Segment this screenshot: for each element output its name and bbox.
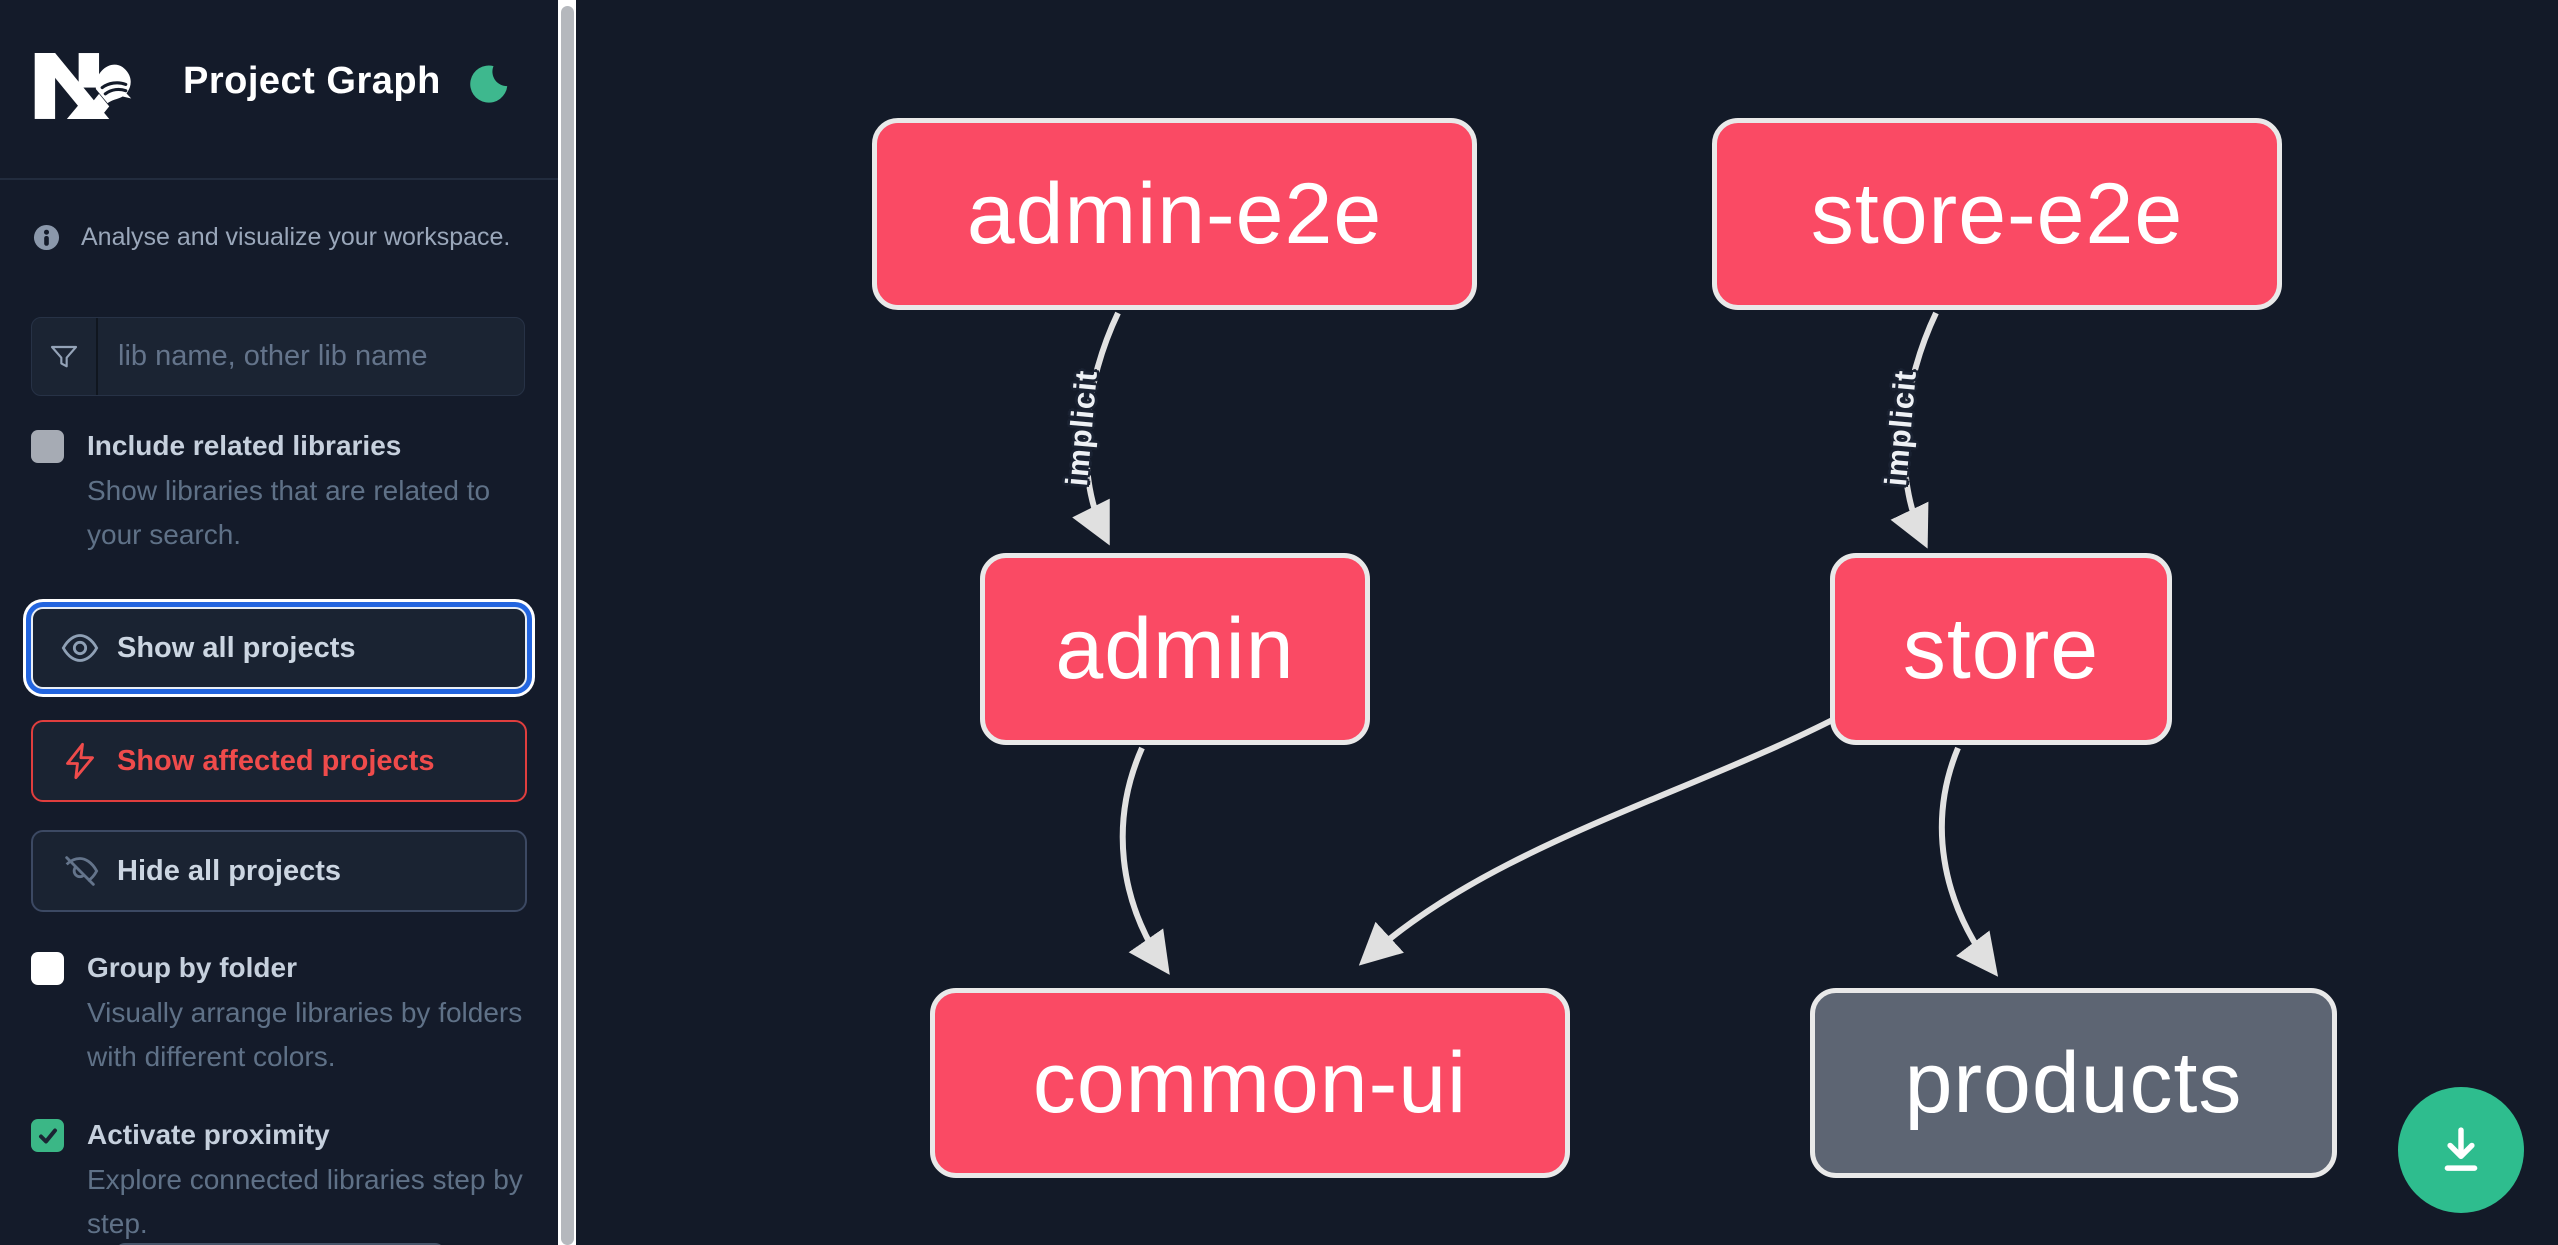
activate-proximity-label: Activate proximity — [87, 1119, 330, 1150]
nx-logo — [34, 53, 132, 119]
sidebar-scrollbar-track[interactable] — [558, 0, 576, 1245]
node-label: store-e2e — [1810, 165, 2184, 262]
moon-icon[interactable] — [466, 62, 510, 106]
bolt-icon — [66, 742, 94, 780]
eye-off-icon — [65, 856, 99, 886]
activate-proximity-block: Activate proximity Explore connected lib… — [31, 1116, 531, 1245]
sidebar-scrollbar-thumb[interactable] — [561, 6, 574, 1245]
show-all-projects-label: Show all projects — [117, 631, 356, 664]
group-by-folder-description: Visually arrange libraries by folders wi… — [87, 997, 523, 1072]
node-label: common-ui — [1032, 1034, 1468, 1131]
search-box — [31, 317, 525, 396]
activate-proximity-checkbox[interactable] — [31, 1119, 64, 1152]
project-node-products[interactable]: products — [1810, 988, 2337, 1178]
funnel-icon — [32, 318, 98, 395]
page-title: Project Graph — [183, 60, 441, 102]
search-input[interactable] — [98, 318, 524, 395]
project-node-admin[interactable]: admin — [980, 553, 1370, 745]
sidebar-header: Project Graph — [0, 0, 558, 180]
info-icon — [33, 224, 60, 251]
node-label: admin — [1055, 600, 1295, 697]
include-related-description: Show libraries that are related to your … — [87, 475, 491, 550]
include-related-label: Include related libraries — [87, 430, 402, 461]
node-label: store — [1902, 600, 2100, 697]
show-affected-projects-label: Show affected projects — [117, 744, 435, 777]
group-by-folder-label: Group by folder — [87, 952, 297, 983]
node-label: products — [1904, 1034, 2243, 1131]
check-icon — [38, 1128, 57, 1143]
include-related-checkbox[interactable] — [31, 430, 64, 463]
hide-all-projects-button[interactable]: Hide all projects — [31, 830, 527, 912]
project-node-common-ui[interactable]: common-ui — [930, 988, 1570, 1178]
sidebar: Project Graph Analyse and visualize your… — [0, 0, 576, 1245]
download-graph-button[interactable] — [2398, 1087, 2524, 1213]
show-affected-projects-button[interactable]: Show affected projects — [31, 720, 527, 802]
group-by-folder-checkbox[interactable] — [31, 952, 64, 985]
download-icon — [2444, 1127, 2478, 1171]
node-label: admin-e2e — [966, 165, 1383, 262]
eye-icon — [61, 634, 99, 662]
project-node-store-e2e[interactable]: store-e2e — [1712, 118, 2282, 310]
activate-proximity-description: Explore connected libraries step by step… — [87, 1164, 523, 1239]
show-all-projects-button[interactable]: Show all projects — [31, 607, 527, 689]
workspace-tagline-row: Analyse and visualize your workspace. — [33, 222, 533, 253]
hide-all-projects-label: Hide all projects — [117, 854, 342, 887]
project-node-admin-e2e[interactable]: admin-e2e — [872, 118, 1477, 310]
project-node-store[interactable]: store — [1830, 553, 2172, 745]
group-by-folder-block: Group by folder Visually arrange librari… — [31, 949, 531, 1079]
workspace-tagline: Analyse and visualize your workspace. — [81, 223, 511, 251]
include-related-block: Include related libraries Show libraries… — [31, 427, 531, 557]
